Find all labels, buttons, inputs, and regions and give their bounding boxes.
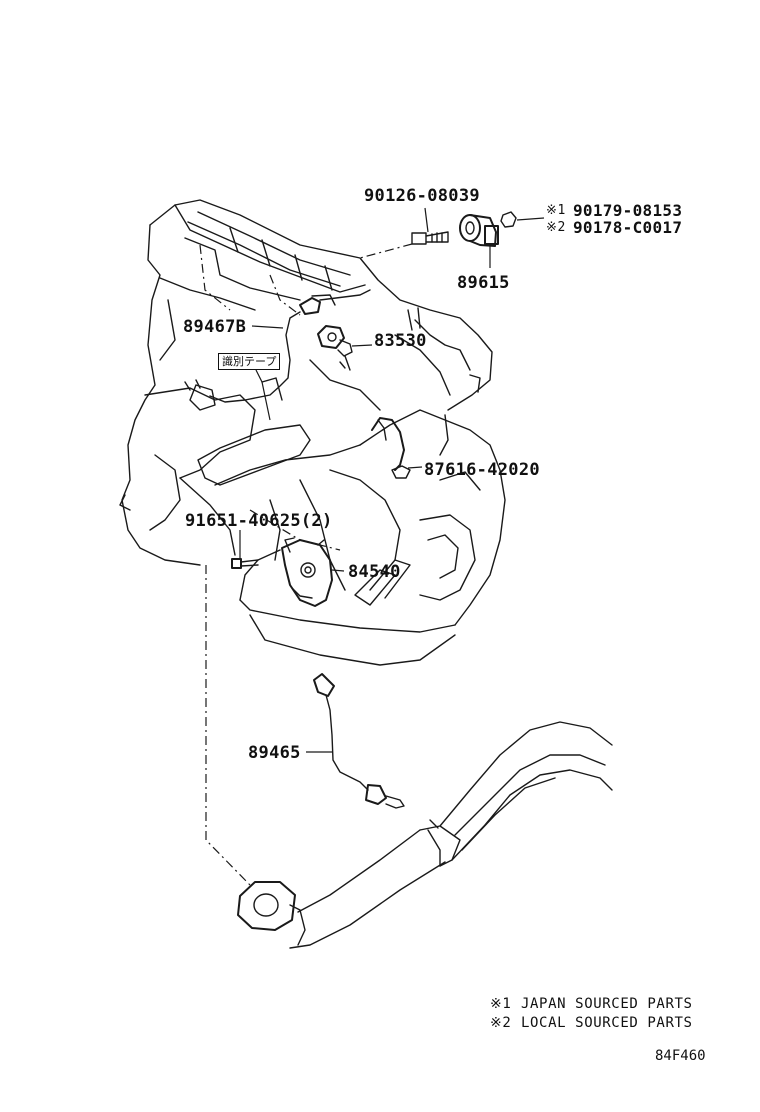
neutral-switch-icon bbox=[281, 537, 345, 607]
ref2-mark: ※2 bbox=[546, 220, 566, 235]
engine-block bbox=[119, 199, 506, 666]
bolts-qty-callout: 91651-40625(2) bbox=[185, 511, 333, 531]
figure-code: 84F460 bbox=[655, 1048, 706, 1064]
upper-sensor-icon bbox=[184, 289, 371, 411]
wire-clamp-icon bbox=[371, 417, 423, 479]
knock-sensor-callout: 89615 bbox=[457, 273, 510, 293]
oil-switch-callout: 83530 bbox=[374, 331, 427, 351]
small-bolt-icon bbox=[231, 530, 259, 569]
oil-switch-icon bbox=[317, 325, 373, 371]
bolt-icon bbox=[359, 207, 449, 259]
note1-text: JAPAN SOURCED PARTS bbox=[521, 996, 693, 1012]
ref2-part-callout: 90178-C0017 bbox=[573, 218, 683, 237]
lower-sensor-callout: 89465 bbox=[248, 743, 301, 763]
exhaust-pipe bbox=[237, 721, 613, 949]
note2-text: LOCAL SOURCED PARTS bbox=[521, 1015, 693, 1031]
tape-leader bbox=[255, 369, 283, 421]
knock-sensor-icon bbox=[459, 211, 545, 268]
ref1-mark: ※1 bbox=[546, 203, 566, 218]
wire-clamp-callout: 87616-42020 bbox=[424, 460, 540, 480]
bolt-callout: 90126-08039 bbox=[364, 186, 480, 206]
lower-sensor-icon bbox=[306, 673, 405, 809]
note2-mark: ※2 bbox=[490, 1015, 512, 1031]
ref1-part-callout: 90179-08153 bbox=[573, 201, 683, 220]
note1-mark: ※1 bbox=[490, 996, 512, 1012]
upper-sensor-callout: 89467B bbox=[183, 317, 247, 337]
bolt-location-leader bbox=[205, 565, 251, 886]
identification-tape-label: 識別テープ bbox=[218, 353, 281, 370]
neutral-switch-callout: 84540 bbox=[348, 562, 401, 582]
